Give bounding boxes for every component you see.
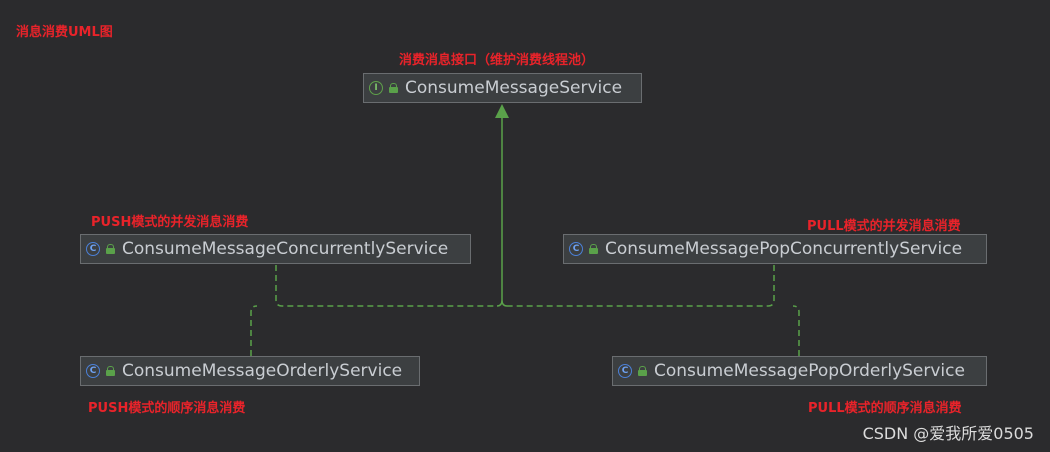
lock-icon: [106, 244, 116, 254]
node-consume-message-concurrently-service[interactable]: C ConsumeMessageConcurrentlyService: [80, 234, 471, 264]
node-label: ConsumeMessageConcurrentlyService: [122, 239, 449, 259]
node-label: ConsumeMessagePopOrderlyService: [654, 361, 965, 381]
edge-trunk: [496, 114, 508, 307]
edge-pull-concurrent: [507, 265, 775, 307]
class-icon: C: [86, 242, 100, 256]
node-label: ConsumeMessageService: [405, 78, 623, 98]
node-consume-message-orderly-service[interactable]: C ConsumeMessageOrderlyService: [80, 356, 420, 386]
edge-push-orderly: [250, 305, 258, 356]
inheritance-arrowhead: [495, 104, 509, 118]
note-pull-concurrent: PULL模式的并发消息消费: [807, 219, 961, 234]
edge-pull-orderly: [792, 305, 800, 356]
lock-icon: [638, 366, 648, 376]
node-consume-message-service[interactable]: I ConsumeMessageService: [363, 73, 642, 103]
diagram-title: 消息消费UML图: [16, 25, 113, 40]
node-label: ConsumeMessageOrderlyService: [122, 361, 403, 381]
class-icon: C: [86, 364, 100, 378]
interface-icon: I: [369, 81, 383, 95]
node-consume-message-pop-orderly-service[interactable]: C ConsumeMessagePopOrderlyService: [612, 356, 987, 386]
note-pull-orderly: PULL模式的顺序消息消费: [808, 401, 962, 416]
node-consume-message-pop-concurrently-service[interactable]: C ConsumeMessagePopConcurrentlyService: [563, 234, 987, 264]
class-icon: C: [569, 242, 583, 256]
edge-push-concurrent: [275, 265, 497, 307]
watermark: CSDN @爱我所爱0505: [862, 424, 1034, 443]
class-icon: C: [618, 364, 632, 378]
note-push-orderly: PUSH模式的顺序消息消费: [88, 401, 246, 416]
note-push-concurrent: PUSH模式的并发消息消费: [91, 215, 249, 230]
lock-icon: [389, 83, 399, 93]
lock-icon: [106, 366, 116, 376]
lock-icon: [589, 244, 599, 254]
note-root: 消费消息接口（维护消费线程池）: [399, 53, 595, 68]
node-label: ConsumeMessagePopConcurrentlyService: [605, 239, 963, 259]
